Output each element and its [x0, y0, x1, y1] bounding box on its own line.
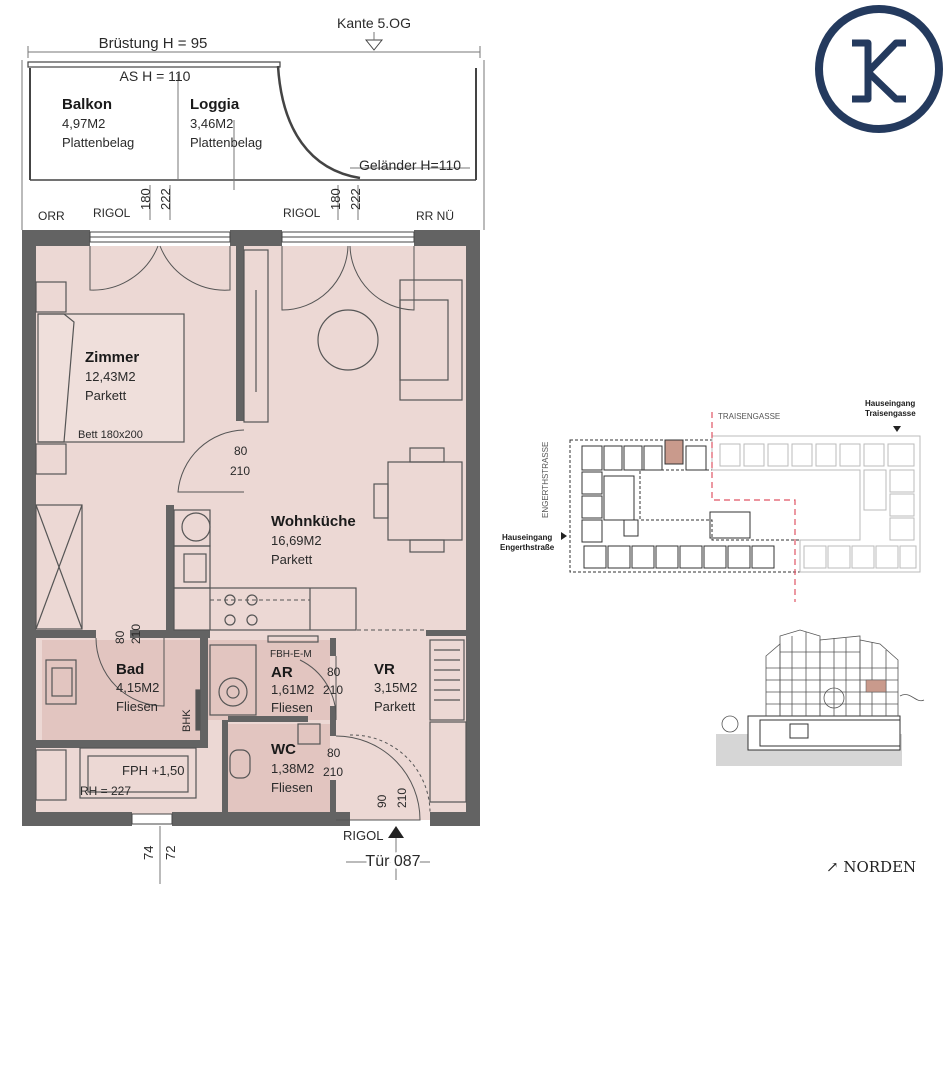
room-name-balkon: Balkon: [62, 96, 112, 113]
furniture: [35, 249, 467, 803]
label-rigol-2: RIGOL: [283, 206, 321, 220]
washer: [209, 644, 257, 716]
room-area-balkon: 4,97M2: [62, 116, 105, 131]
room-name-bad: Bad: [116, 661, 144, 678]
label-engerthstrasse: ENGERTHSTRASSE: [541, 442, 550, 518]
room-area-bad: 4,15M2: [116, 680, 159, 695]
room-floor-bad: Fliesen: [116, 699, 158, 714]
site-plan: TRAISENGASSE Hauseingang Traisengasse EN…: [500, 399, 921, 602]
door-80c: 80: [327, 665, 341, 679]
room-floor-wohnkueche: Parkett: [271, 552, 313, 567]
dim-72: 72: [163, 846, 178, 860]
dim-222b: 222: [348, 188, 363, 210]
door-80a: 80: [234, 444, 248, 458]
counter: [173, 587, 357, 631]
room-area-zimmer: 12,43M2: [85, 369, 136, 384]
dim-74: 74: [141, 846, 156, 860]
coat-rack: [429, 639, 465, 721]
toilet: [229, 749, 251, 779]
label-gelaender: Geländer H=110: [359, 157, 461, 173]
label-hauseingang-tr-2: Traisengasse: [865, 409, 916, 418]
closet: [243, 249, 269, 423]
round-table: [317, 309, 379, 371]
door-210e: 210: [395, 788, 409, 808]
label-rigol-1: RIGOL: [93, 206, 131, 220]
room-area-ar: 1,61M2: [271, 682, 314, 697]
wardrobe: [35, 504, 83, 630]
label-hauseingang-tr-1: Hauseingang: [865, 399, 915, 408]
label-bett: Bett 180x200: [78, 429, 143, 441]
room-floor-loggia: Plattenbelag: [190, 135, 262, 150]
room-name-wc: WC: [271, 741, 296, 758]
room-floor-zimmer: Parkett: [85, 388, 127, 403]
label-rh: RH = 227: [80, 784, 131, 798]
label-as-h: AS H = 110: [120, 68, 191, 84]
room-name-ar: AR: [271, 664, 293, 681]
room-area-loggia: 3,46M2: [190, 116, 233, 131]
entrance-marker: [388, 826, 404, 838]
room-floor-vr: Parkett: [374, 699, 416, 714]
room-floor-balkon: Plattenbelag: [62, 135, 134, 150]
room-name-zimmer: Zimmer: [85, 349, 139, 366]
nightstand-2: [35, 443, 67, 475]
room-floor-ar: Fliesen: [271, 700, 313, 715]
label-kante: Kante 5.OG: [337, 15, 411, 31]
label-orr: ORR: [38, 209, 65, 223]
dim-180a: 180: [138, 188, 153, 210]
label-norden: ↗ NORDEN: [826, 858, 916, 876]
walls: [22, 230, 480, 826]
room-floor-wc: Fliesen: [271, 780, 313, 795]
dim-222a: 222: [158, 188, 173, 210]
room-name-loggia: Loggia: [190, 96, 240, 113]
nightstand-1: [35, 281, 67, 313]
room-area-vr: 3,15M2: [374, 680, 417, 695]
room-name-vr: VR: [374, 661, 395, 678]
washbasin: [45, 659, 77, 705]
dim-180b: 180: [328, 188, 343, 210]
label-bruestung: Brüstung H = 95: [99, 35, 208, 52]
door-90: 90: [375, 794, 389, 808]
room-area-wohnkueche: 16,69M2: [271, 533, 322, 548]
label-traisengasse: TRAISENGASSE: [718, 412, 780, 421]
label-tuer: Tür 087: [365, 853, 420, 870]
wc-sink: [297, 723, 321, 745]
door-210c: 210: [323, 683, 343, 697]
door-210b: 210: [129, 624, 143, 644]
door-80d: 80: [327, 746, 341, 760]
label-hauseingang-en-2: Engerthstraße: [500, 543, 555, 552]
label-fbh: FBH-E-M: [270, 649, 312, 660]
door-210d: 210: [323, 765, 343, 779]
door-80b: 80: [113, 630, 127, 644]
door-210a: 210: [230, 464, 250, 478]
section-view: [716, 629, 925, 766]
bathtub: [79, 747, 197, 799]
room-name-wohnkueche: Wohnküche: [271, 513, 356, 530]
label-fph: FPH +1,50: [122, 763, 185, 778]
company-logo: [815, 5, 943, 133]
label-hauseingang-en-1: Hauseingang: [502, 533, 552, 542]
room-area-wc: 1,38M2: [271, 761, 314, 776]
door-swings: [89, 245, 431, 821]
label-rigol-3: RIGOL: [343, 828, 383, 843]
floorplan-labels: Brüstung H = 95 Kante 5.OG AS H = 110 Ge…: [38, 15, 461, 884]
label-rr-nue: RR NÜ: [416, 209, 454, 223]
label-bhk: BHK: [181, 709, 193, 732]
bed: [37, 313, 185, 443]
balcony-area: [21, 32, 485, 230]
dashed-lines: [210, 599, 426, 631]
